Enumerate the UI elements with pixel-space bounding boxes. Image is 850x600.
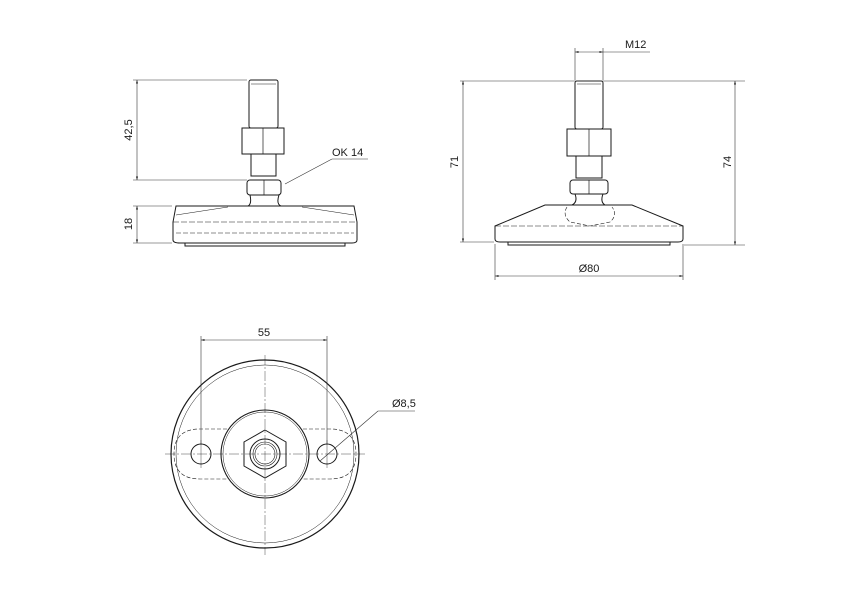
dim-thread-size: M12 xyxy=(625,39,646,51)
side-view-right xyxy=(494,80,684,246)
side-view-left xyxy=(172,79,358,247)
knurled-rubber-sole xyxy=(507,242,671,246)
slot-right xyxy=(303,428,357,480)
dimensions-left xyxy=(133,79,368,244)
hex-nut xyxy=(243,429,287,479)
base-pad xyxy=(494,204,684,243)
stud-neck xyxy=(575,155,603,179)
base-pad xyxy=(172,205,358,244)
threaded-stud xyxy=(248,79,279,129)
dim-hole-diameter: Ø8,5 xyxy=(392,398,416,410)
ball-joint xyxy=(247,194,282,207)
knurled-rubber-sole xyxy=(184,243,346,247)
threaded-stud xyxy=(574,80,604,130)
dim-height-max: 74 xyxy=(722,156,734,168)
dim-height-min: 71 xyxy=(449,156,461,168)
dimensions-top xyxy=(200,336,415,462)
dimensions-right xyxy=(460,48,745,280)
callout-wrench-size: OK 14 xyxy=(332,147,363,159)
dim-base-diameter: Ø80 xyxy=(579,263,600,275)
dim-height-upper: 42,5 xyxy=(123,119,135,140)
ball-joint xyxy=(571,193,607,206)
stud-neck xyxy=(250,153,277,177)
top-view xyxy=(165,355,365,555)
dim-hole-spacing: 55 xyxy=(258,327,270,339)
dim-base-height: 18 xyxy=(123,218,135,230)
